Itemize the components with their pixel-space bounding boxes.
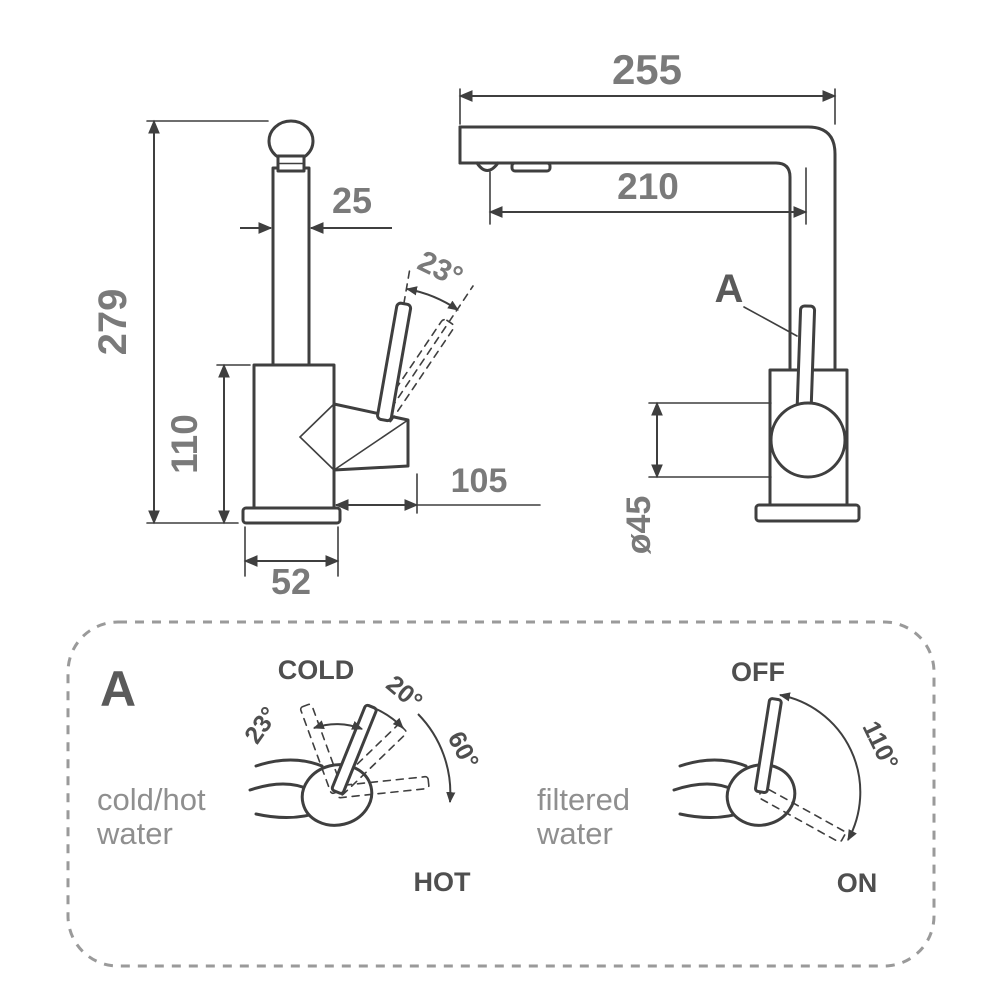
spout-inner-profile: [458, 161, 792, 370]
angle-arc-23: [312, 720, 364, 730]
neck-line: [254, 758, 324, 768]
lever-position-off: [754, 697, 783, 795]
cold-angle-label: 20°: [381, 670, 428, 716]
sweep-angle-label: 110°: [857, 717, 904, 775]
lever-current-position: [330, 703, 378, 795]
handle-tilt-label: 23°: [413, 245, 468, 295]
spout-width-label: 25: [332, 180, 372, 221]
filter-handle-diagram: 110° OFF ON: [672, 657, 904, 898]
angle-arc-60: [417, 713, 456, 804]
hot-label: HOT: [414, 867, 472, 897]
detail-marker-label: A: [715, 267, 744, 311]
faucet-body: [252, 363, 336, 510]
angle-arc-20: [373, 707, 404, 729]
filter-caption-line2: water: [536, 816, 613, 851]
handle-reach-label: 105: [451, 462, 508, 500]
mount-crease-line: [333, 419, 409, 471]
base-flange: [241, 506, 342, 525]
body-diameter-label: ø45: [620, 496, 658, 555]
angle-arc: [405, 286, 459, 311]
leader-line: [743, 306, 798, 337]
body-joint-line: [298, 403, 335, 471]
base-flange: [754, 503, 861, 523]
spout-column: [271, 166, 311, 367]
base-width-label: 52: [271, 561, 311, 602]
neck-line: [672, 782, 736, 792]
neck-line: [678, 758, 748, 768]
faucet-side-view: 23° 279 110 25 105 52: [91, 119, 541, 602]
mixer-caption-line2: water: [96, 816, 173, 851]
spout-outer-profile: [458, 125, 837, 370]
angle-arc-110: [778, 692, 862, 841]
mixer-caption-line1: cold/hot: [97, 782, 206, 817]
mixer-handle-diagram: 23° 20° 60° COLD HOT: [239, 655, 484, 897]
tilt-angle-label: 23°: [239, 702, 284, 749]
spout-reach-label: 210: [617, 166, 679, 207]
detail-panel: A cold/hot water 23° 20° 60° COLD HOT fi…: [66, 620, 936, 968]
body-height-label: 110: [164, 414, 205, 474]
handle-joint: [769, 401, 847, 479]
neck-line: [248, 782, 312, 792]
lever-handle: [795, 304, 817, 414]
cold-label: COLD: [278, 655, 355, 685]
on-label: ON: [837, 868, 878, 898]
detail-panel-title: A: [100, 661, 136, 717]
aerator-bump: [475, 161, 500, 172]
handle-ball: [300, 763, 374, 827]
detail-panel-border: [66, 620, 936, 968]
total-height-label: 279: [91, 289, 135, 356]
aerator-insert: [510, 161, 552, 173]
faucet-front-view: 255 210 A ø45: [458, 46, 861, 555]
handle-mount: [332, 402, 410, 472]
filter-caption-line1: filtered: [537, 782, 630, 817]
off-label: OFF: [731, 657, 785, 687]
lever-handle: [376, 301, 413, 423]
total-depth-label: 255: [612, 46, 682, 93]
